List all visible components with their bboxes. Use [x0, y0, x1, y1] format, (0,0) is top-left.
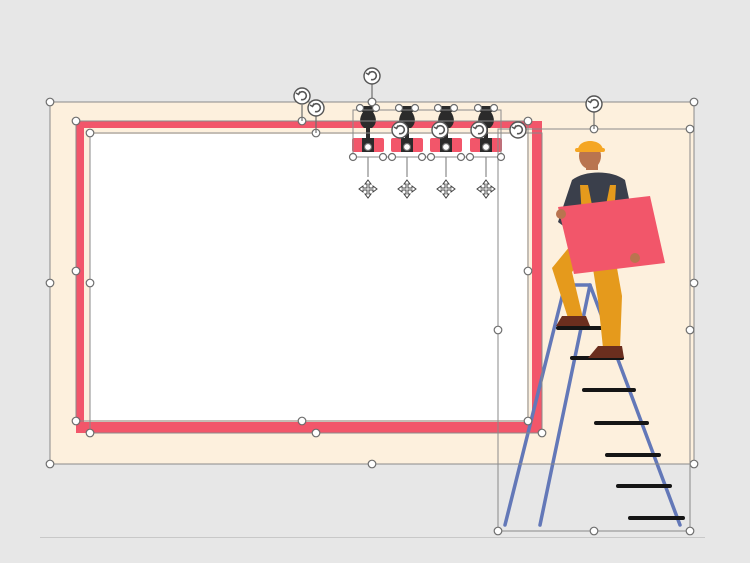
canvas-divider	[40, 537, 705, 538]
resize-handle[interactable]	[311, 428, 321, 438]
resize-handle[interactable]	[71, 116, 81, 126]
resize-handle[interactable]	[523, 266, 533, 276]
resize-handle[interactable]	[537, 428, 547, 438]
rotate-handle-icon[interactable]	[391, 121, 409, 139]
resize-handle[interactable]	[493, 325, 503, 335]
rotate-handle-icon[interactable]	[363, 67, 381, 85]
resize-handle[interactable]	[367, 97, 377, 107]
resize-handle[interactable]	[45, 459, 55, 469]
resize-handle[interactable]	[45, 278, 55, 288]
rotate-handle-icon[interactable]	[431, 121, 449, 139]
resize-handle[interactable]	[71, 416, 81, 426]
resize-handle[interactable]	[367, 459, 377, 469]
resize-handle[interactable]	[493, 526, 503, 536]
resize-handle[interactable]	[85, 128, 95, 138]
billboard[interactable]	[76, 121, 542, 433]
rotate-handle-icon[interactable]	[509, 121, 527, 139]
resize-handle[interactable]	[689, 278, 699, 288]
resize-handle[interactable]	[523, 416, 533, 426]
resize-handle[interactable]	[85, 278, 95, 288]
resize-handle[interactable]	[85, 428, 95, 438]
resize-handle[interactable]	[45, 97, 55, 107]
resize-handle[interactable]	[685, 124, 695, 134]
resize-handle[interactable]	[689, 459, 699, 469]
selection-box-lights	[348, 97, 506, 177]
selection-box-worker	[493, 110, 695, 536]
resize-handle[interactable]	[689, 97, 699, 107]
selection-box-billboard	[71, 105, 533, 426]
resize-handle[interactable]	[685, 325, 695, 335]
resize-handle[interactable]	[71, 266, 81, 276]
resize-handle[interactable]	[523, 116, 533, 126]
billboard-panel[interactable]	[90, 134, 527, 420]
rotate-handle-icon[interactable]	[585, 95, 603, 113]
rotate-handle-icon[interactable]	[293, 87, 311, 105]
selection-box-panel	[85, 115, 547, 438]
resize-handle[interactable]	[685, 526, 695, 536]
rotate-handle-icon[interactable]	[307, 99, 325, 117]
rotate-handle-icon[interactable]	[470, 121, 488, 139]
resize-handle[interactable]	[589, 526, 599, 536]
worker-illustration[interactable]	[552, 141, 665, 358]
held-sign	[558, 196, 665, 274]
resize-handle[interactable]	[297, 416, 307, 426]
